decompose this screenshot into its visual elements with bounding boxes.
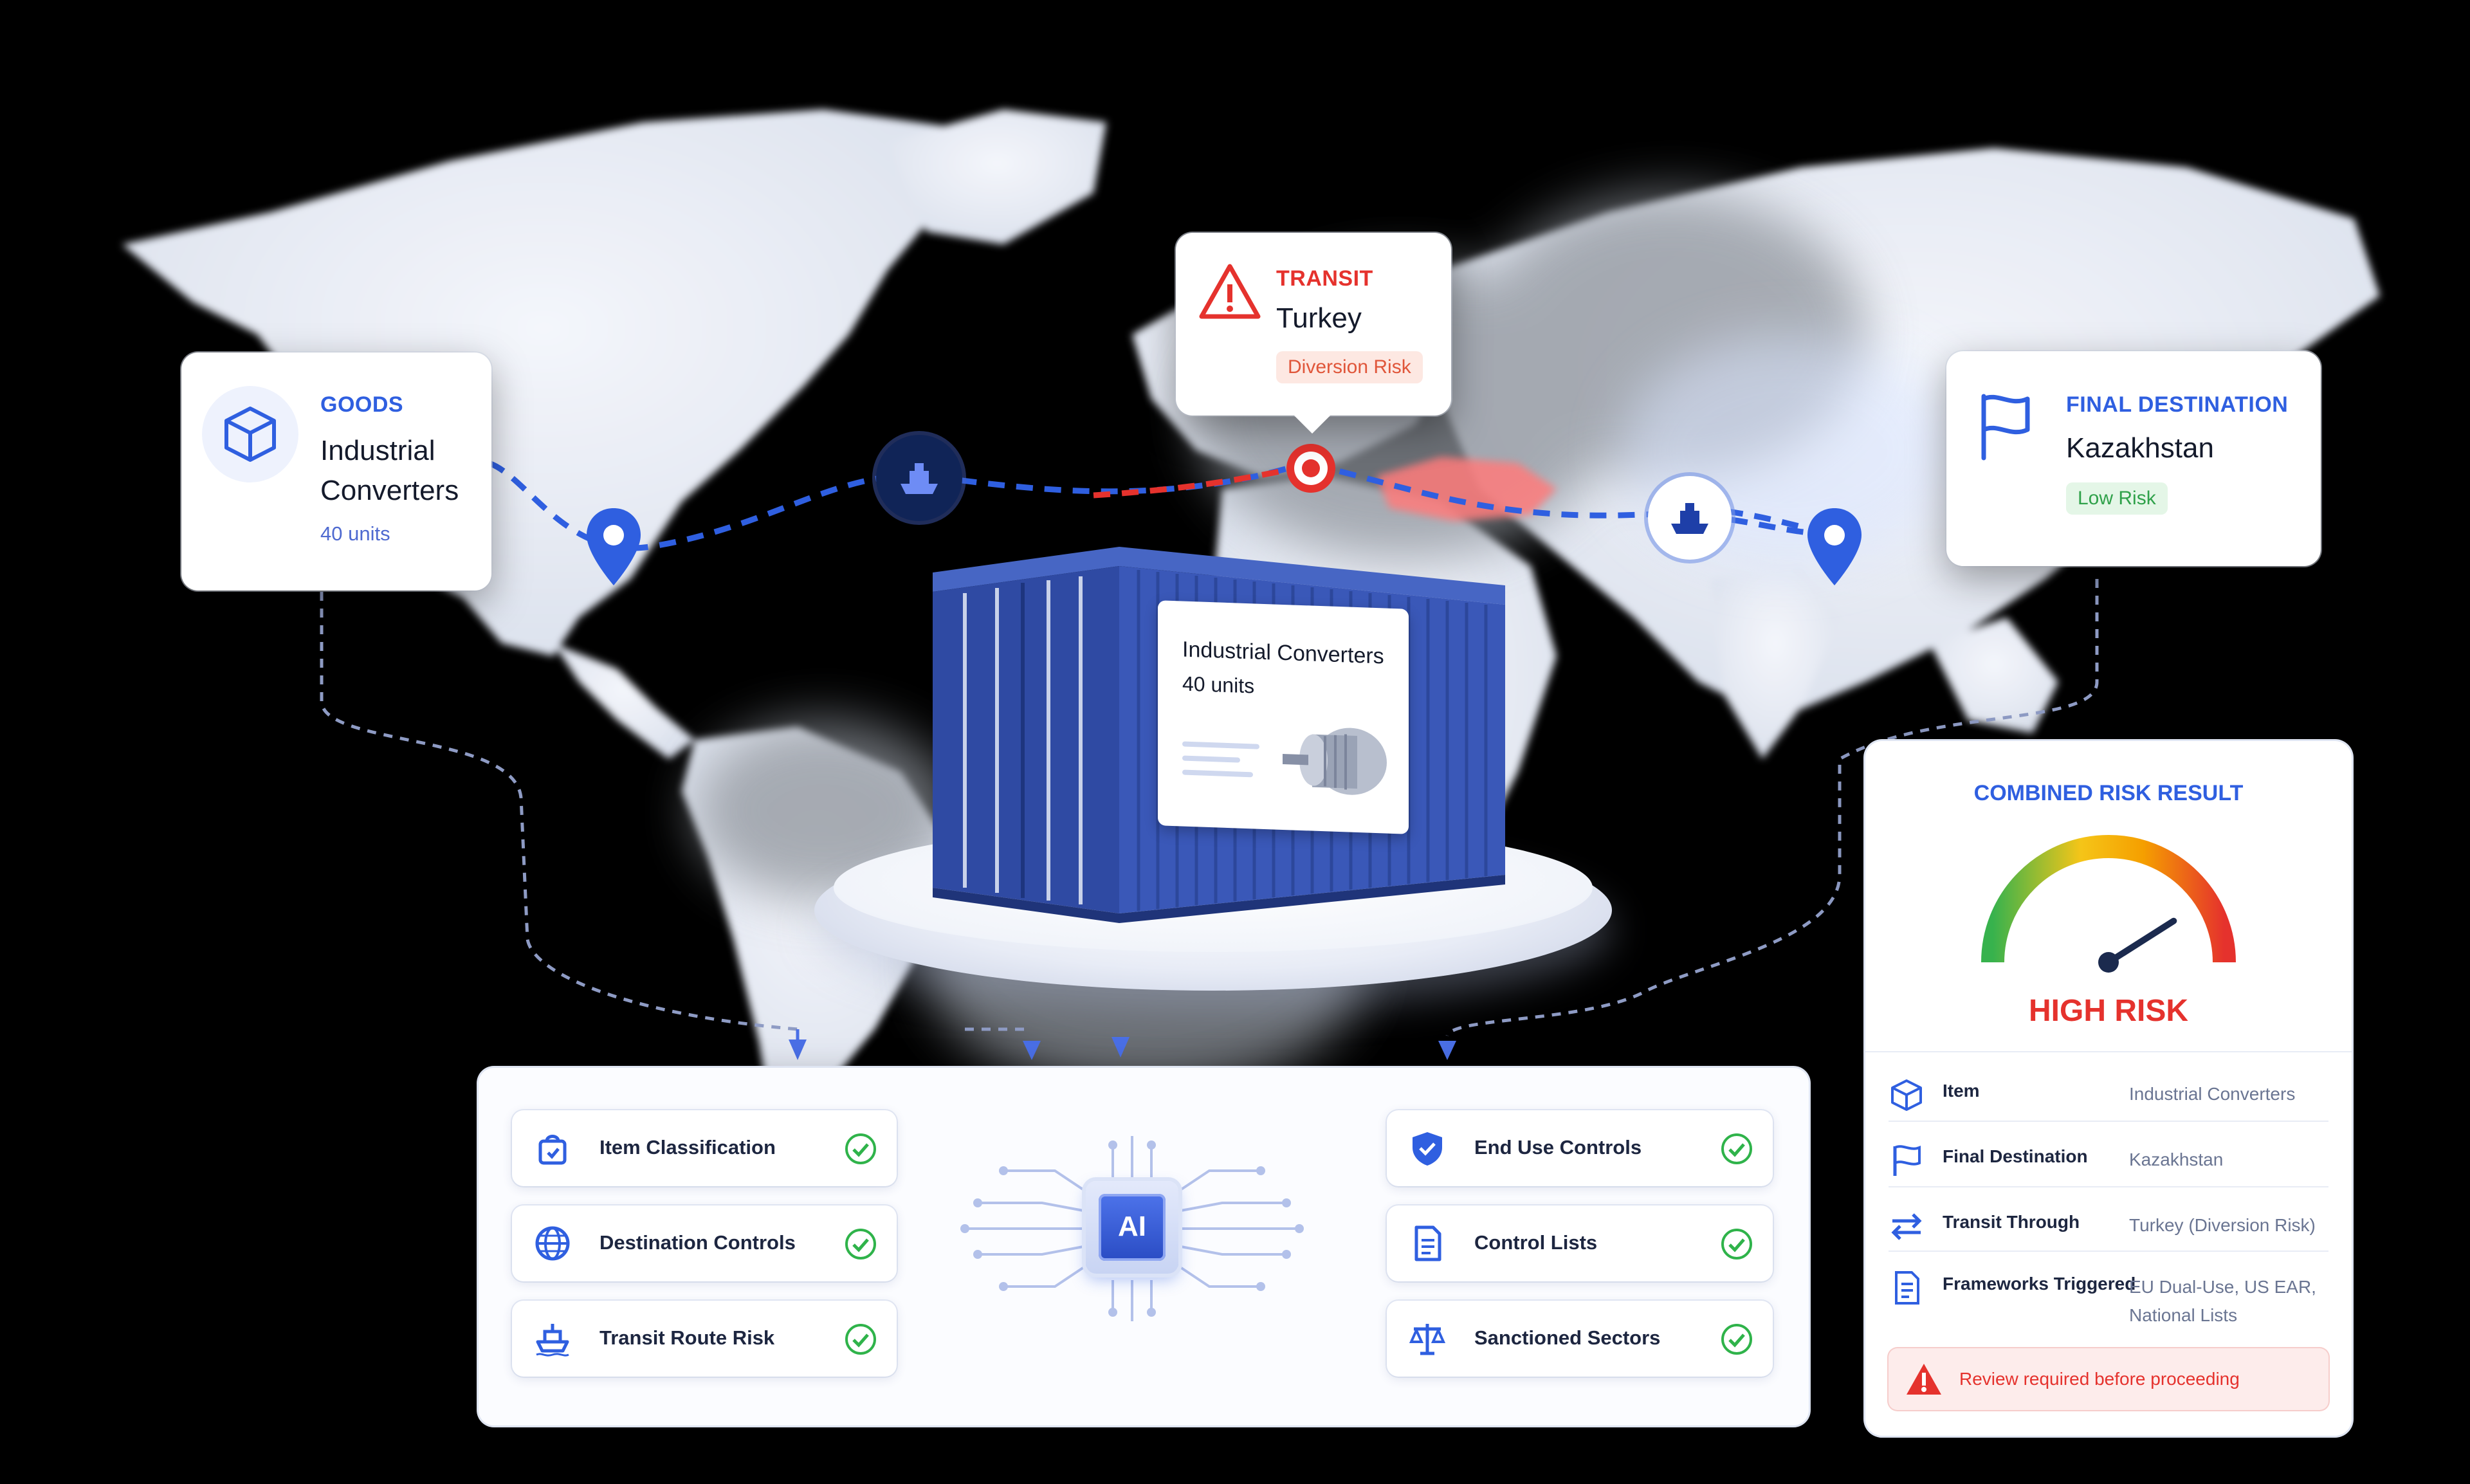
ship-icon bbox=[1671, 503, 1708, 534]
check-label: End Use Controls bbox=[1474, 1136, 1642, 1159]
goods-label: GOODS bbox=[320, 392, 404, 417]
scales-icon bbox=[1409, 1324, 1446, 1355]
warning-icon bbox=[1907, 1364, 1941, 1395]
ship-icon bbox=[536, 1324, 569, 1357]
risk-gauge bbox=[1981, 835, 2236, 973]
check-control-lists[interactable]: Control Lists bbox=[1387, 1205, 1773, 1281]
route-segment-us-to-transit bbox=[488, 460, 1307, 551]
check-sanctioned-sectors[interactable]: Sanctioned Sectors bbox=[1387, 1301, 1773, 1377]
box-icon bbox=[1891, 1079, 1922, 1111]
transit-label: TRANSIT bbox=[1276, 266, 1373, 291]
transit-country: Turkey bbox=[1276, 302, 1362, 334]
container-label-lines bbox=[1182, 741, 1259, 778]
check-circle-icon bbox=[1721, 1229, 1752, 1260]
gauge-hub bbox=[2098, 952, 2119, 973]
box-icon bbox=[224, 407, 276, 462]
transit-card-pointer bbox=[1293, 414, 1331, 434]
result-value: Turkey (Diversion Risk) bbox=[2129, 1215, 2316, 1235]
check-circle-icon bbox=[1721, 1324, 1752, 1355]
pin-transit bbox=[1286, 444, 1335, 493]
motor-icon bbox=[1283, 728, 1387, 795]
check-destination-controls[interactable]: Destination Controls bbox=[512, 1205, 897, 1281]
document-icon bbox=[1895, 1271, 1919, 1305]
ai-chip-core: AI bbox=[1099, 1194, 1166, 1261]
goods-card[interactable]: GOODS Industrial Converters 40 units bbox=[181, 353, 491, 591]
circuit-traces bbox=[960, 1136, 1304, 1321]
destination-label: FINAL DESTINATION bbox=[2066, 392, 2289, 417]
goods-title-line1: Industrial bbox=[320, 435, 435, 466]
destination-badge: Low Risk bbox=[2066, 482, 2168, 515]
ship-marker-atlantic bbox=[876, 435, 962, 521]
check-transit-route-risk[interactable]: Transit Route Risk bbox=[512, 1301, 897, 1377]
result-row-destination: Final Destination Kazakhstan bbox=[1865, 1124, 2352, 1189]
result-value: Kazakhstan bbox=[2129, 1150, 2224, 1169]
goods-quantity: 40 units bbox=[320, 522, 390, 545]
result-row-transit: Transit Through Turkey (Diversion Risk) bbox=[1865, 1190, 2352, 1254]
check-label: Transit Route Risk bbox=[599, 1326, 775, 1349]
gauge-arc bbox=[1981, 835, 2236, 963]
result-key: Final Destination bbox=[1943, 1146, 2088, 1166]
ship-marker-asia bbox=[1648, 476, 1732, 560]
shield-icon bbox=[1413, 1132, 1442, 1166]
result-value: Industrial Converters bbox=[2129, 1084, 2296, 1104]
route-segment-transit-to-destination bbox=[1311, 461, 1834, 537]
container-label-title: Industrial Converters bbox=[1182, 637, 1384, 669]
transit-card[interactable]: TRANSIT Turkey Diversion Risk bbox=[1176, 233, 1451, 416]
turkey-highlight bbox=[1377, 457, 1557, 521]
risk-result-title: COMBINED RISK RESULT bbox=[1973, 781, 2244, 805]
ship-icon bbox=[901, 463, 938, 494]
ai-chip-label: AI bbox=[1118, 1211, 1146, 1242]
tag-icon bbox=[538, 1135, 567, 1165]
result-key: Transit Through bbox=[1943, 1212, 2080, 1232]
connector-destination bbox=[1445, 579, 2099, 1037]
result-row-item: Item Industrial Converters bbox=[1865, 1059, 2352, 1123]
container-label-quantity: 40 units bbox=[1182, 672, 1255, 698]
warning-icon bbox=[1199, 264, 1261, 319]
review-warning-text: Review required before proceeding bbox=[1959, 1369, 2240, 1389]
pin-destination bbox=[1807, 508, 1862, 585]
check-label: Sanctioned Sectors bbox=[1474, 1326, 1661, 1349]
risk-level: HIGH RISK bbox=[2028, 994, 2188, 1028]
pin-origin bbox=[587, 508, 641, 585]
check-label: Item Classification bbox=[599, 1136, 776, 1159]
document-icon bbox=[1414, 1225, 1441, 1261]
destination-card[interactable]: FINAL DESTINATION Kazakhstan Low Risk bbox=[1946, 351, 2321, 566]
result-value-line1: EU Dual-Use, US EAR, bbox=[2129, 1277, 2316, 1297]
flag-icon bbox=[1981, 394, 2030, 461]
check-circle-icon bbox=[845, 1133, 876, 1164]
check-label: Destination Controls bbox=[599, 1231, 796, 1254]
gauge-needle bbox=[2105, 917, 2177, 966]
destination-country: Kazakhstan bbox=[2066, 432, 2214, 464]
check-item-classification[interactable]: Item Classification bbox=[512, 1110, 897, 1186]
container-label-panel: Industrial Converters 40 units bbox=[1158, 600, 1409, 834]
flag-icon bbox=[1893, 1145, 1921, 1176]
check-end-use-controls[interactable]: End Use Controls bbox=[1387, 1110, 1773, 1186]
check-circle-icon bbox=[845, 1324, 876, 1355]
goods-title-line2: Converters bbox=[320, 475, 459, 506]
check-circle-icon bbox=[1721, 1133, 1752, 1164]
transit-badge: Diversion Risk bbox=[1276, 351, 1423, 383]
result-row-frameworks: Frameworks Triggered EU Dual-Use, US EAR… bbox=[1865, 1252, 2352, 1335]
connector-goods bbox=[320, 592, 798, 1031]
swap-icon bbox=[1891, 1213, 1922, 1240]
review-warning: Review required before proceeding bbox=[1889, 1348, 2328, 1410]
risk-result-panel: COMBINED RISK RESULT HIGH RISK Item bbox=[1865, 741, 2352, 1436]
ai-chip: AI bbox=[1086, 1181, 1178, 1274]
result-value-line2: National Lists bbox=[2129, 1305, 2238, 1325]
check-label: Control Lists bbox=[1474, 1231, 1598, 1254]
goods-icon-badge bbox=[202, 386, 298, 482]
result-key: Frameworks Triggered bbox=[1943, 1274, 2136, 1294]
globe-icon bbox=[535, 1226, 570, 1261]
check-circle-icon bbox=[845, 1229, 876, 1260]
result-key: Item bbox=[1943, 1081, 1980, 1101]
